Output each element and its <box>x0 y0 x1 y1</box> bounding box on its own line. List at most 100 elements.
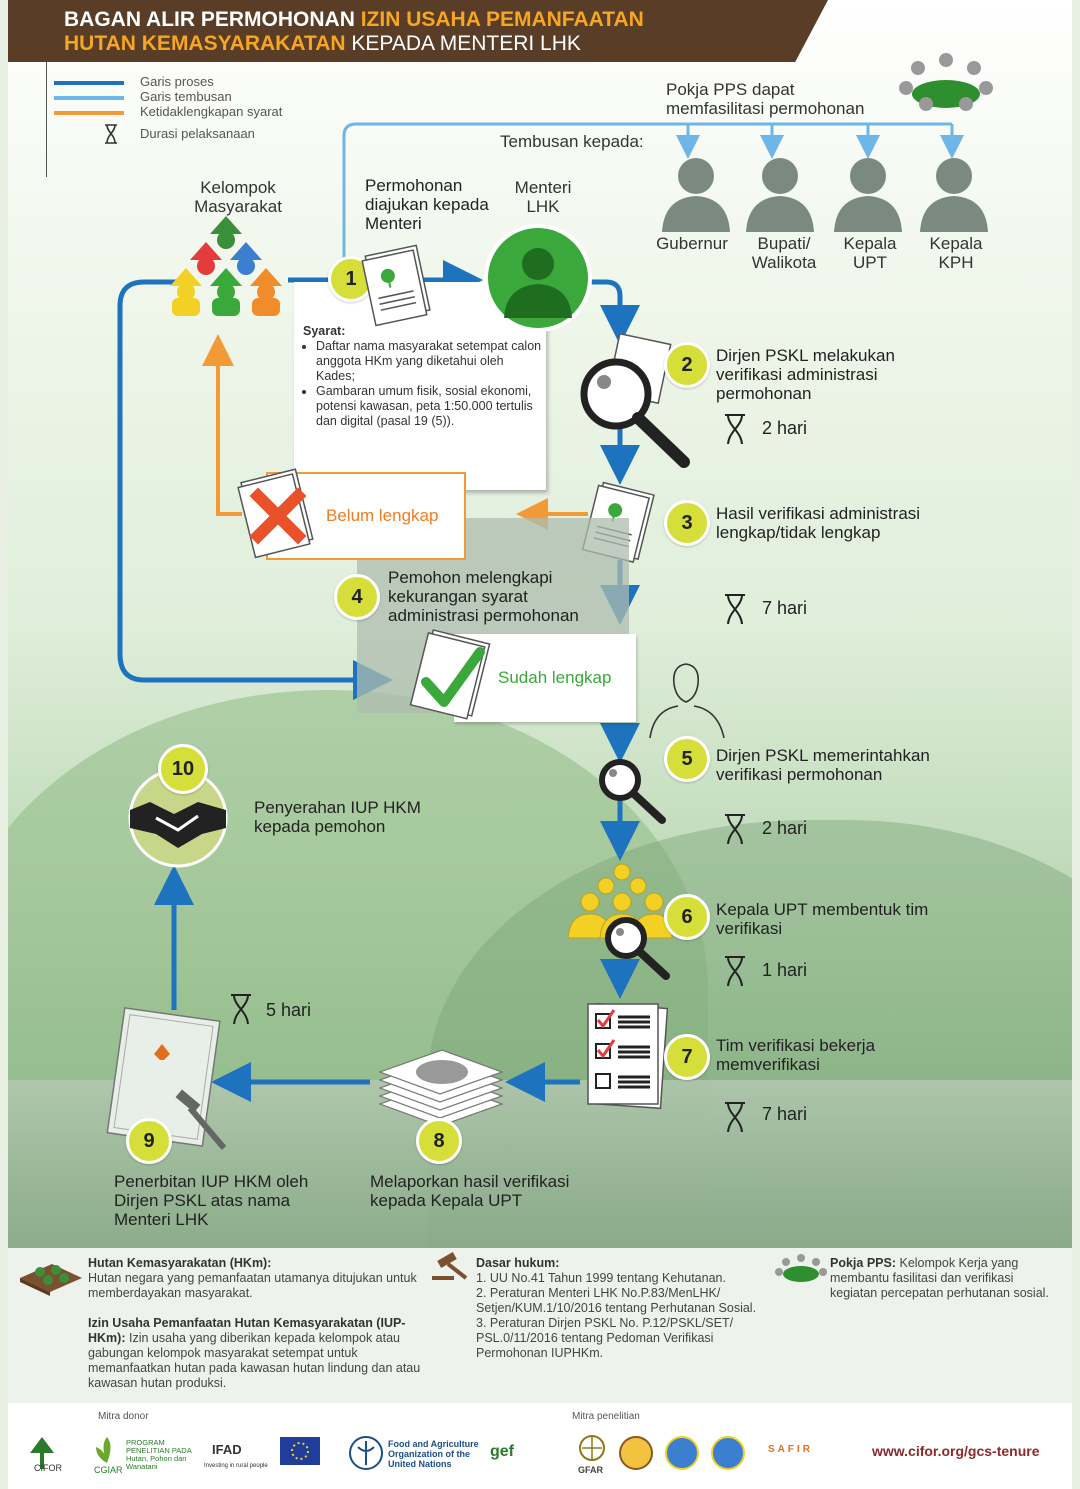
step-8-label: Melaporkan hasil verifikasi kepada Kepal… <box>370 1172 570 1210</box>
glossary-section: Hutan Kemasyarakatan (HKm):Hutan negara … <box>8 1248 1072 1403</box>
glossary-hkm-title: Hutan Kemasyarakatan (HKm): <box>88 1256 272 1270</box>
document-icon <box>361 244 431 327</box>
minister-icon <box>484 224 592 332</box>
recipients-silhouettes <box>662 158 988 232</box>
recipient-kepala-kph: Kepala KPH <box>929 234 983 272</box>
dasar-hukum-item: 1. UU No.41 Tahun 1999 tentang Kehutanan… <box>476 1271 726 1285</box>
ifad-logo: IFAD <box>212 1442 242 1457</box>
dasar-hukum-title: Dasar hukum: <box>476 1256 560 1270</box>
pokja-meeting-icon <box>899 53 993 111</box>
dasar-hukum-item: 3. Peraturan Dirjen PSKL No. P.12/PSKL/S… <box>476 1316 734 1360</box>
belum-lengkap-label: Belum lengkap <box>326 506 439 525</box>
hourglass-icon <box>725 1102 745 1132</box>
title-part: BAGAN ALIR PERMOHONAN <box>64 8 361 31</box>
glossary-iup: Izin Usaha Pemanfaatan Hutan Kemasyaraka… <box>88 1316 428 1391</box>
checklist-icon <box>587 1002 668 1110</box>
recipient-kepala-upt: Kepala UPT <box>843 234 897 272</box>
step-1-label: Permohonan diajukan kepada Menteri <box>365 176 489 233</box>
syarat-list: Daftar nama masyarakat setempat calon an… <box>302 339 542 429</box>
pokja-meeting-icon <box>775 1254 827 1282</box>
gfar-logo-icon <box>579 1435 605 1461</box>
ifad-tagline: Investing in rural people <box>204 1463 268 1469</box>
partners-footer: Mitra donor Mitra penelitian CIFOR CGIAR… <box>8 1403 1072 1489</box>
step-10-label: Penyerahan IUP HKM kepada pemohon <box>254 798 421 836</box>
legend-item: Garis proses <box>46 74 306 90</box>
step-4-label: Pemohon melengkapi kekurangan syarat adm… <box>388 568 579 625</box>
header-banner <box>8 0 828 62</box>
safir-logo: SAFIR <box>768 1444 813 1455</box>
hourglass-icon <box>725 814 745 844</box>
page-title: BAGAN ALIR PERMOHONAN IZIN USAHA PEMANFA… <box>64 8 644 56</box>
glossary-hkm-text: Hutan negara yang pemanfaatan utamanya d… <box>88 1271 417 1300</box>
step-9-label: Penerbitan IUP HKM oleh Dirjen PSKL atas… <box>114 1172 309 1229</box>
step-6-duration: 1 hari <box>762 960 808 980</box>
glossary-pokja-text: Kelompok Kerja yang membantu fasilitasi … <box>830 1256 1049 1300</box>
community-group-icon <box>170 216 282 316</box>
hourglass-icon <box>105 124 117 144</box>
step-7-label: Tim verifikasi bekerja memverifikasi <box>716 1036 876 1074</box>
magnifier-icon <box>599 759 666 824</box>
hourglass-icon <box>725 956 745 986</box>
glossary-iup-text: Izin usaha yang diberikan kepada kelompo… <box>88 1331 421 1390</box>
verification-team-icon <box>567 863 673 980</box>
research-partner-seals <box>619 1436 745 1470</box>
glossary-iup-title: Izin Usaha Pemanfaatan Hutan Kemasyaraka… <box>88 1316 406 1345</box>
glossary-pokja: Pokja PPS: Kelompok Kerja yang membantu … <box>830 1256 1050 1301</box>
eu-flag-icon <box>280 1437 320 1465</box>
syarat-item: Gambaran umum fisik, sosial ekonomi, pot… <box>316 384 542 429</box>
step-9-badge: 9 <box>126 1118 172 1164</box>
hourglass-icon <box>725 594 745 624</box>
gef-logo: gef <box>490 1443 514 1460</box>
pokja-label: Pokja PPS dapat memfasilitasi permohonan <box>666 80 865 118</box>
cifor-logo-icon <box>30 1437 54 1469</box>
step-2-label: Dirjen PSKL melakukan verifikasi adminis… <box>716 346 895 403</box>
person-outline-icon <box>649 663 725 739</box>
permit-certificate-icon <box>106 1007 227 1150</box>
mitra-penelitian-label: Mitra penelitian <box>572 1411 640 1422</box>
dasar-hukum-item: 2. Peraturan Menteri LHK No.P.83/MenLHK/… <box>476 1286 757 1315</box>
legend-item: Durasi pelaksanaan <box>46 124 306 144</box>
legend-label: Garis proses <box>140 74 214 89</box>
ftw-program-logo: PROGRAM PENELITIAN PADA Hutan, Pohon dan… <box>126 1438 192 1471</box>
tembusan-label: Tembusan kepada: <box>500 132 644 151</box>
legend-label: Garis tembusan <box>140 89 232 104</box>
step-6-label: Kepala UPT membentuk tim verifikasi <box>716 900 929 938</box>
step-8-badge: 8 <box>416 1118 462 1164</box>
cgiar-logo-text: CGIAR <box>94 1465 123 1475</box>
recipient-gubernur: Gubernur <box>656 234 728 253</box>
cgiar-logo-icon <box>96 1437 111 1463</box>
recipient-bupati: Bupati/ Walikota <box>751 234 817 272</box>
forest-plot-icon <box>20 1264 82 1296</box>
rejected-document-icon <box>237 468 314 559</box>
fao-logo-icon <box>349 1436 383 1470</box>
title-part: KEPADA MENTERI LHK <box>345 32 581 55</box>
cifor-logo-text: CIFOR <box>34 1463 62 1473</box>
step-10-badge: 10 <box>158 744 208 794</box>
handshake-icon <box>128 770 228 868</box>
step-3-label: Hasil verifikasi administrasi lengkap/ti… <box>716 504 921 542</box>
legend-label: Durasi pelaksanaan <box>140 126 255 141</box>
dasar-hukum: Dasar hukum: 1. UU No.41 Tahun 1999 tent… <box>476 1256 766 1361</box>
hourglass-icon <box>725 414 745 444</box>
approved-document-icon <box>409 629 491 720</box>
mitra-donor-label: Mitra donor <box>98 1411 149 1422</box>
infographic-poster: BAGAN ALIR PERMOHONAN IZIN USAHA PEMANFA… <box>8 0 1072 1489</box>
step-5-badge: 5 <box>664 736 710 782</box>
sudah-lengkap-label: Sudah lengkap <box>498 668 612 687</box>
fao-logo-text: Food and Agriculture Organization of the… <box>388 1439 479 1469</box>
glossary-pokja-title: Pokja PPS: <box>830 1256 896 1270</box>
kelompok-masyarakat-label: Kelompok Masyarakat <box>194 178 282 216</box>
menteri-lhk-label: Menteri LHK <box>514 178 572 216</box>
step-5-label: Dirjen PSKL memerintahkan verifikasi per… <box>716 746 930 784</box>
legend-divider <box>46 62 47 177</box>
website-link[interactable]: www.cifor.org/gcs-tenure <box>872 1443 1040 1459</box>
step-7-badge: 7 <box>664 1034 710 1080</box>
legend-label: Ketidaklengkapan syarat <box>140 104 283 119</box>
step-3-badge: 3 <box>664 500 710 546</box>
step-3-duration: 7 hari <box>762 598 808 618</box>
glossary-hkm: Hutan Kemasyarakatan (HKm):Hutan negara … <box>88 1256 418 1301</box>
hourglass-icon <box>231 994 251 1024</box>
syarat-heading: Syarat: <box>303 324 346 338</box>
legend-item: Garis tembusan <box>46 89 306 105</box>
title-highlight: IZIN USAHA PEMANFAATAN <box>360 8 644 31</box>
